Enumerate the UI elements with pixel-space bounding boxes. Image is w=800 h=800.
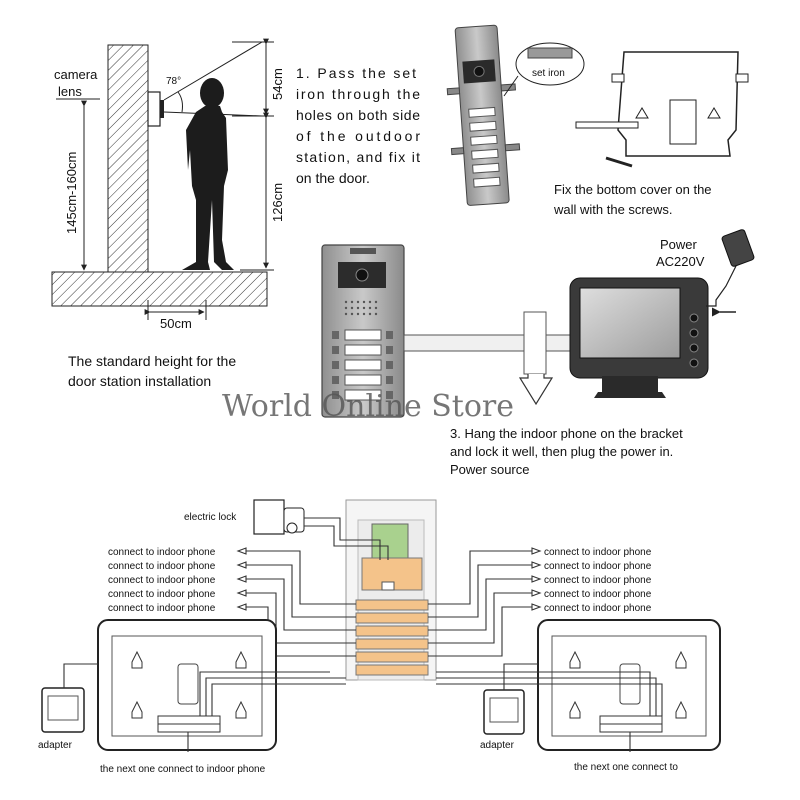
step3-line-2: and lock it well, then plug the power in…	[450, 444, 673, 459]
left-next-label: the next one connect to indoor phone	[100, 764, 266, 775]
left-adapter-label: adapter	[38, 740, 73, 751]
left-connect-label: connect to indoor phone	[108, 547, 216, 558]
floor	[51, 271, 268, 307]
step2-line-1: Fix the bottom cover on the	[554, 182, 712, 197]
outdoor-station-front	[321, 244, 405, 418]
distance-label: 50cm	[160, 316, 192, 331]
left-connect-label: connect to indoor phone	[108, 589, 216, 600]
step3-line-1: 3. Hang the indoor phone on the bracket	[450, 426, 683, 441]
wall	[107, 44, 149, 276]
left-connect-label: connect to indoor phone	[108, 561, 216, 572]
height-range-label: 145cm-160cm	[64, 152, 79, 234]
right-adapter	[483, 663, 538, 735]
step2-line-2: wall with the screws.	[553, 202, 672, 217]
left-adapter	[41, 663, 98, 733]
watermark: World Online Store	[222, 389, 514, 424]
electric-lock	[253, 499, 389, 560]
left-connect-label: connect to indoor phone	[108, 603, 216, 614]
step1-line-4: of the outdoor	[296, 128, 420, 144]
wiring-diagram: electric lock connect to indoor phone co…	[38, 499, 721, 775]
terminal-strip	[355, 625, 429, 637]
terminal-strip	[355, 612, 429, 624]
indoor-monitor	[569, 229, 755, 398]
step1-line-3: holes on both side	[296, 107, 420, 123]
power-label: Power	[660, 237, 698, 252]
left-connect-label: connect to indoor phone	[108, 575, 216, 586]
terminal-strip	[355, 599, 429, 611]
outdoor-station-tilted	[446, 24, 521, 206]
right-connect-label: connect to indoor phone	[544, 547, 652, 558]
left-indoor-backplate	[97, 619, 346, 752]
angle-label: 78°	[166, 76, 181, 87]
terminal-strip	[355, 638, 429, 650]
step1-line-5: station, and fix it	[296, 149, 420, 165]
right-connect-label: connect to indoor phone	[544, 561, 652, 572]
right-connect-label: connect to indoor phone	[544, 575, 652, 586]
top-dim-label: 54cm	[270, 68, 285, 100]
right-next-label: the next one connect to	[574, 762, 678, 773]
right-connect-group: connect to indoor phone connect to indoo…	[428, 547, 652, 657]
ac-label: AC220V	[656, 254, 705, 269]
set-iron-callout: set iron	[503, 42, 585, 97]
control-board	[371, 523, 409, 559]
person-silhouette	[182, 78, 234, 270]
bottom-dim-label: 126cm	[270, 183, 285, 222]
electric-lock-label: electric lock	[184, 512, 237, 523]
height-figure: 78° camera lens 145cm-160cm 54cm 126cm 5…	[51, 38, 285, 389]
door-station-camera	[147, 91, 161, 127]
right-indoor-backplate	[436, 619, 721, 752]
step1-text: 1. Pass the set iron through the holes o…	[296, 65, 420, 186]
right-connect-label: connect to indoor phone	[544, 603, 652, 614]
set-iron-label: set iron	[532, 68, 565, 79]
terminal-strip	[355, 651, 429, 663]
terminal-strip	[355, 664, 429, 676]
bottom-cover-bracket: Fix the bottom cover on the wall with th…	[553, 51, 749, 217]
step1-line-2: iron through the	[296, 86, 420, 102]
right-adapter-label: adapter	[480, 740, 515, 751]
camera-label: camera	[54, 67, 98, 82]
lens-label: lens	[58, 84, 82, 99]
step3-line-3: Power source	[450, 462, 529, 477]
right-connect-label: connect to indoor phone	[544, 589, 652, 600]
step1-line-6: on the door.	[296, 170, 370, 186]
step1-line-1: 1. Pass the set	[296, 65, 416, 81]
left-connect-group: connect to indoor phone connect to indoo…	[108, 547, 356, 657]
height-caption-line-2: door station installation	[68, 373, 211, 389]
height-caption-line-1: The standard height for the	[68, 353, 236, 369]
